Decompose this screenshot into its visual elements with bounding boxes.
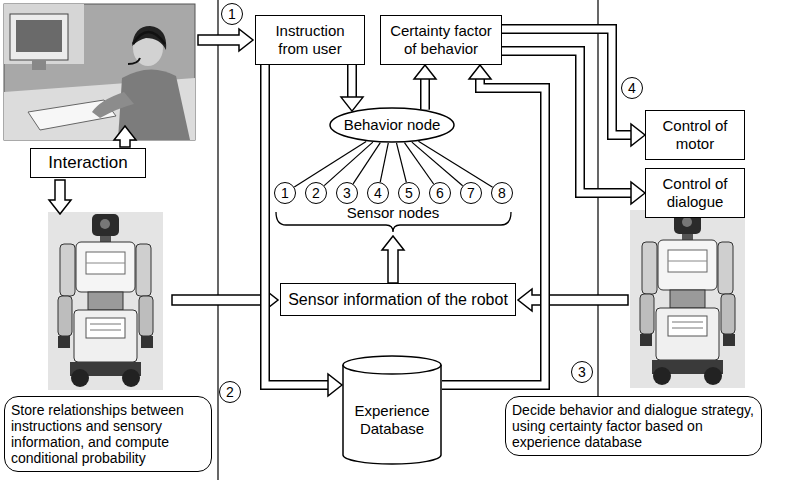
flow-arrow [502,29,632,135]
database-cylinder: Experience Database [342,355,442,465]
link-line [380,143,388,182]
note-box: Decide behavior and dialogue strategy, u… [505,396,762,456]
group-label: Sensor nodes [333,204,453,221]
hollow-arrow [518,289,628,311]
flow-arrow [502,51,632,193]
user-photo [133,32,165,44]
box-text: Control of motor [652,117,738,153]
hollow-arrow [198,29,253,51]
flow-arrow [442,78,545,385]
interaction-box: Interaction [30,148,146,178]
box-text: Behavior node [344,116,441,134]
hollow-arrow [49,180,71,214]
callout-number: 1 [221,3,243,25]
box-text: Sensor information of the robot [288,290,508,309]
flow-arrow [631,124,645,146]
flow-arrow [420,78,430,110]
user-photo [132,26,166,50]
box-text: 4 [374,186,382,200]
sensor-circle: 3 [336,182,358,204]
flow-arrow [341,97,363,111]
flow-arrow [502,51,645,204]
behavior-ellipse: Behavior node [329,107,455,143]
flow-arrow [502,29,632,135]
sensor-circle: 7 [460,182,482,204]
database-cylinder-outline [343,365,441,464]
sensor-circle: 4 [367,182,389,204]
flow-arrow [341,65,363,111]
user-photo [4,4,195,140]
user-photo [128,58,140,64]
link-line [418,141,492,187]
link-line [396,143,406,182]
hollow-arrow [382,236,404,283]
box-text: 6 [436,186,444,200]
process-box: Instruction from user [255,15,365,65]
flow-arrow [265,65,329,385]
flow-arrow [631,182,645,204]
box-text: Certainty factor of behavior [387,22,495,58]
robot-photo [630,210,745,388]
box-text: 8 [498,186,506,200]
box-text: 3 [343,186,351,200]
robot-photo [48,212,163,390]
user-photo [4,4,84,64]
callout-number: 2 [219,381,241,403]
sensor-circle: 5 [398,182,420,204]
user-photo [92,92,134,118]
link-line [353,143,380,184]
flow-arrow [442,78,545,385]
user-photo [16,20,62,52]
hollow-arrow [114,126,136,147]
sensor-box: Sensor information of the robot [280,283,516,316]
sensor-circle: 8 [491,182,513,204]
note-box: Store relationships between instructions… [4,396,212,472]
sensor-circle: 1 [274,182,296,204]
database-cylinder-outline [343,356,441,374]
flow-arrow [265,65,329,385]
box-text: Interaction [48,153,127,173]
link-line [380,143,388,182]
link-line [418,141,492,187]
output-box: Control of dialogue [645,168,745,218]
process-box: Certainty factor of behavior [380,15,502,65]
flow-arrow [349,65,356,98]
callout-number: 3 [571,361,593,383]
sensor-circle: 2 [305,182,327,204]
flow-arrow [414,65,436,79]
flow-arrow [328,374,342,396]
callout-number: 4 [621,77,643,99]
box-text: Decide behavior and dialogue strategy, u… [512,402,755,450]
box-text: Store relationships between instructions… [11,402,205,466]
flow-arrow [347,65,357,98]
link-line [353,143,380,184]
user-photo [10,14,68,60]
flow-arrow [414,65,436,110]
flow-arrow [469,65,491,79]
user-photo [4,4,195,140]
sensor-circle: 6 [429,182,451,204]
box-text: Instruction from user [262,22,358,58]
box-text: 7 [467,186,475,200]
flow-arrow [422,78,429,110]
box-text: Experience Database [346,402,438,438]
flow-arrow [502,51,632,193]
divider-line [217,0,218,480]
box-text: 1 [281,186,289,200]
box-text: Control of dialogue [652,175,738,211]
behavior-ellipse-outline [330,108,454,142]
flow-arrow [265,65,342,396]
flow-arrow [442,65,545,385]
box-text: 5 [405,186,413,200]
link-line [396,143,406,182]
user-photo [32,60,46,70]
box-text: 2 [312,186,320,200]
output-box: Control of motor [645,110,745,160]
